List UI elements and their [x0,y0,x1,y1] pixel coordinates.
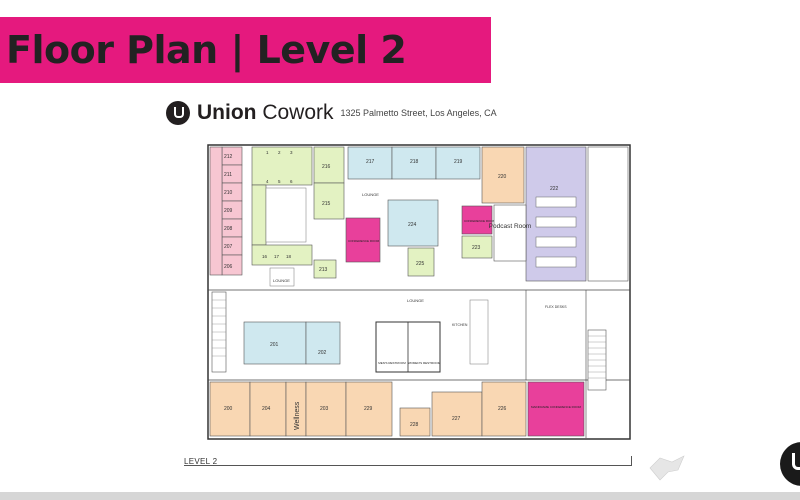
desk-4: 4 [266,179,269,184]
room-218-box [391,146,437,180]
room-220: 220 [498,174,507,180]
room-202-box [305,321,341,365]
desk-6: 6 [290,179,293,184]
room-229: 229 [364,406,373,412]
mainframe-conference-box [527,381,585,437]
corner-union-logo-icon [780,442,800,486]
room-207: 207 [224,244,233,250]
room-213-box [313,259,337,279]
room-226-box [481,381,527,437]
desk-5: 5 [278,179,281,184]
room-219-box [435,146,481,180]
room-204-box [249,381,287,437]
room-201-box [243,321,307,365]
room-224: 224 [408,222,417,228]
room-212: 212 [224,154,233,160]
room-229-box [345,381,393,437]
room-216: 216 [322,164,331,170]
room-209: 209 [224,208,233,214]
brand-name-bold: Union [197,101,257,124]
room-224-box [387,199,439,247]
desk-18: 18 [286,254,292,259]
desk-1: 1 [266,150,269,155]
lounge-a: LOUNGE [273,278,290,283]
level-label: LEVEL 2 [184,457,218,466]
conference-room-b [461,205,493,235]
desk-3: 3 [290,150,293,155]
lounge-b: LOUNGE [362,192,379,197]
podcast-room-box [493,204,527,262]
room-218: 218 [410,159,419,165]
room-213: 213 [319,267,328,273]
room-226: 226 [498,406,507,412]
page-title: Floor Plan | Level 2 [6,28,407,72]
room-202: 202 [318,350,327,356]
scale-tick [631,456,632,466]
room-225: 225 [416,261,425,267]
stair-right [587,146,629,282]
desk-2: 2 [278,150,281,155]
room-204: 204 [262,406,271,412]
union-logo-icon [166,101,190,125]
room-203-box [305,381,347,437]
brand-header: Union Cowork 1325 Palmetto Street, Los A… [166,101,497,125]
room-211: 211 [224,172,232,178]
room-228: 228 [410,422,419,428]
wellness-label: Wellness [294,401,301,430]
stair-treads [588,335,606,379]
kitchen-label: KITCHEN [452,323,468,327]
room-201: 201 [270,342,279,348]
brand-address: 1325 Palmetto Street, Los Angeles, CA [340,108,497,118]
room-217: 217 [366,159,375,165]
mens-restroom: MEN'S RESTROOM [378,361,406,365]
brand-name: Union Cowork [197,101,334,125]
flex-desks-label: FLEX DESKS [545,305,567,309]
north-arrow-icon [649,455,685,481]
room-228-box [399,407,431,437]
room-220-box [481,146,525,204]
conference-room-a [345,217,381,263]
room-200-box [209,381,251,437]
brand-name-light: Cowork [256,101,334,124]
room-223-box [461,235,493,259]
room-227-box [431,391,483,437]
room-225-box [407,247,435,277]
room-216-box [313,146,345,184]
room-208: 208 [224,226,233,232]
room-200: 200 [224,406,233,412]
room-215-box [313,182,345,220]
room-223: 223 [472,245,481,251]
room-206: 206 [224,264,233,270]
conf-b-label: CONFERENCE ROOM [464,219,496,223]
womens-restroom: WOMEN'S RESTROOM [408,361,441,365]
phone-booth-column [209,146,243,276]
room-227: 227 [452,416,461,422]
room-217-box [347,146,393,180]
flex-desk-rows [535,196,577,268]
desk-16: 16 [262,254,268,259]
scale-line [184,465,632,466]
podcast-room: Podcast Room [489,223,532,230]
room-222: 222 [550,186,559,192]
title-banner: Floor Plan | Level 2 [0,17,491,83]
conf-a-label: CONFERENCE ROOM [348,239,380,243]
room-210: 210 [224,190,233,196]
lounge-c: LOUNGE [407,298,424,303]
room-219: 219 [454,159,463,165]
kitchen-island [469,299,489,365]
podcast-room-text: Podcast Room [489,223,532,230]
room-215: 215 [322,201,331,207]
dedicated-desk-area [251,146,313,287]
footer-bar [0,492,800,500]
stair-left-treads [212,299,226,357]
desk-17: 17 [274,254,280,259]
conf-main-label: MAINFRAME CONFERENCE ROOM [531,405,582,409]
room-203: 203 [320,406,329,412]
